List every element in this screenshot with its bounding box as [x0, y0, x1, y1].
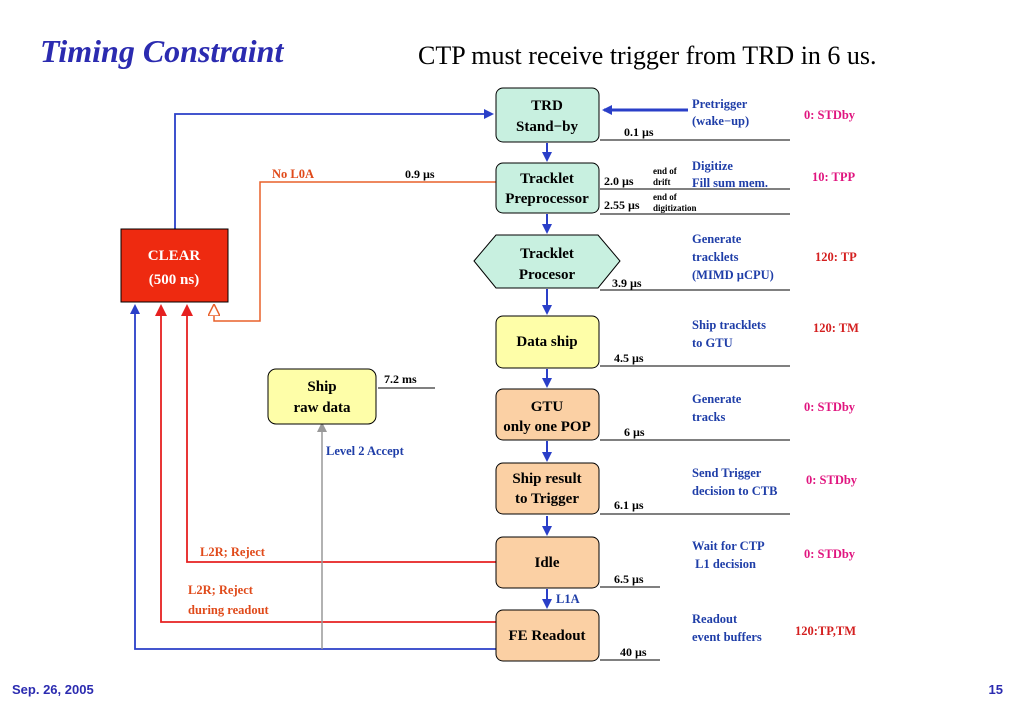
stage-6-time: 6.5 µs	[614, 572, 644, 586]
tracklet-processor-hexagon	[473, 234, 621, 289]
stage-1-desc2: Fill sum mem.	[692, 176, 768, 190]
timeline-lines	[378, 139, 790, 661]
stage-2-time: 3.9 µs	[612, 276, 642, 290]
clear-duration: (500 ns)	[149, 272, 199, 288]
stage-7-time: 40 µs	[620, 645, 647, 659]
l2r-reject-readout-arrow	[155, 304, 496, 623]
stage-4-desc1: Generate	[692, 392, 742, 406]
data-ship-box	[495, 315, 600, 369]
stage-0-desc2: (wake−up)	[692, 114, 749, 128]
stage-5-line1: Ship result	[512, 471, 581, 487]
stage-1-note2b: digitization	[653, 203, 697, 213]
stage-1-note1b: drift	[653, 177, 671, 187]
l2r-reject-label: L2R; Reject	[200, 545, 266, 559]
stage-3-desc2: to GTU	[692, 336, 733, 350]
stage-4-time: 6 µs	[624, 425, 645, 439]
stage-5-state: 0: STDby	[806, 473, 858, 487]
stage-3-time: 4.5 µs	[614, 351, 644, 365]
readout-to-clear-arrow	[130, 304, 496, 650]
ship-result-box	[495, 462, 600, 515]
fe-readout-box	[495, 609, 600, 662]
stage-4-line2: only one POP	[503, 419, 591, 435]
stage-2-line2: Procesor	[519, 267, 576, 283]
stage-5-desc2: decision to CTB	[692, 484, 777, 498]
stage-7-state: 120:TP,TM	[795, 624, 856, 638]
stage-6-desc2: L1 decision	[692, 557, 756, 571]
ship-raw-line1: Ship	[307, 379, 336, 395]
l2r-reject-arrow	[181, 304, 496, 563]
l2r-reject-readout-label1: L2R; Reject	[188, 583, 254, 597]
stage-3-line1: Data ship	[516, 334, 577, 350]
stage-5-time: 6.1 µs	[614, 498, 644, 512]
stage-1-line2: Preprocessor	[505, 191, 589, 207]
stage-0-line1: TRD	[531, 98, 563, 114]
l1a-label: L1A	[556, 592, 580, 606]
ship-raw-data-box	[267, 368, 377, 425]
no-l0a-time: 0.9 µs	[405, 167, 435, 181]
stage-6-line1: Idle	[534, 555, 559, 571]
clear-box	[120, 228, 229, 303]
page-title: Timing Constraint	[40, 33, 284, 69]
stage-0-line2: Stand−by	[516, 119, 578, 135]
stage-5-line2: to Trigger	[515, 491, 579, 507]
stage-0-desc1: Pretrigger	[692, 97, 748, 111]
stage-2-state: 120: TP	[815, 250, 857, 264]
gtu-box	[495, 388, 600, 441]
stage-1-desc1: Digitize	[692, 159, 733, 173]
stage-2-desc2: tracklets	[692, 250, 739, 264]
idle-box	[495, 536, 600, 589]
stage-1-note2a: end of	[653, 192, 678, 202]
page-subtitle: CTP must receive trigger from TRD in 6 u…	[418, 41, 877, 70]
stage-7-desc2: event buffers	[692, 630, 762, 644]
stage-1-line1: Tracklet	[520, 171, 574, 187]
stage-2-desc3: (MIMD µCPU)	[692, 268, 774, 282]
stage-7-desc1: Readout	[692, 612, 738, 626]
stage-4-desc2: tracks	[692, 410, 725, 424]
stage-1-note1a: end of	[653, 166, 678, 176]
stage-1-state: 10: TPP	[812, 170, 856, 184]
footer-page-number: 15	[989, 682, 1003, 697]
stage-2-desc1: Generate	[692, 232, 742, 246]
clear-to-standby-arrow	[174, 109, 494, 229]
stage-4-line1: GTU	[531, 399, 564, 415]
footer-date: Sep. 26, 2005	[12, 682, 94, 697]
clear-title: CLEAR	[148, 248, 201, 264]
tracklet-preprocessor-box	[495, 162, 600, 214]
trd-standby-box	[495, 87, 600, 143]
level2-accept-label: Level 2 Accept	[326, 444, 405, 458]
stage-6-state: 0: STDby	[804, 547, 856, 561]
stage-3-desc1: Ship tracklets	[692, 318, 766, 332]
stage-4-state: 0: STDby	[804, 400, 856, 414]
l2r-reject-readout-label2: during readout	[188, 603, 270, 617]
ship-raw-line2: raw data	[293, 400, 351, 416]
stage-6-desc1: Wait for CTP	[692, 539, 765, 553]
ship-raw-time: 7.2 ms	[384, 372, 417, 386]
stage-1-time2: 2.55 µs	[604, 198, 640, 212]
stage-5-desc1: Send Trigger	[692, 466, 762, 480]
stage-7-line1: FE Readout	[508, 628, 585, 644]
stage-2-line1: Tracklet	[520, 246, 574, 262]
stage-0-state: 0: STDby	[804, 108, 856, 122]
stage-3-state: 120: TM	[813, 321, 859, 335]
no-l0a-label: No L0A	[272, 167, 314, 181]
stage-1-time: 2.0 µs	[604, 174, 634, 188]
stage-0-time: 0.1 µs	[624, 125, 654, 139]
no-l0a-arrow	[214, 181, 496, 322]
